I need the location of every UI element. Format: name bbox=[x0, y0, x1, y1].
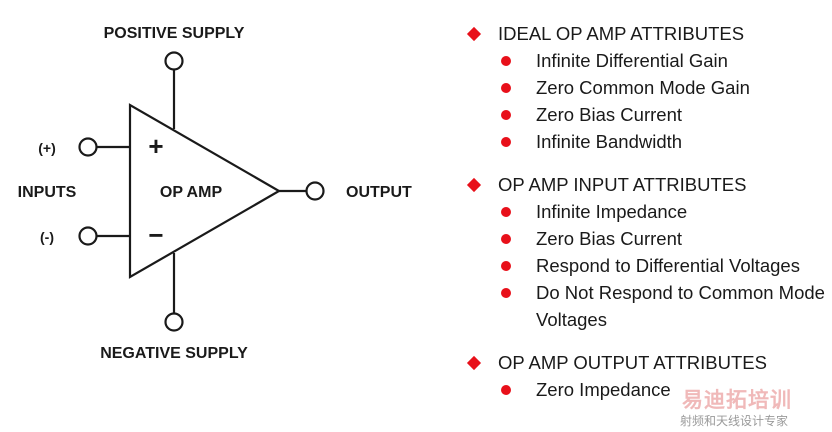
negative-supply-label: NEGATIVE SUPPLY bbox=[100, 345, 248, 362]
list-item-text: Respond to Differential Voltages bbox=[536, 255, 800, 276]
positive-supply-terminal bbox=[164, 51, 184, 71]
list-item-text: Zero Bias Current bbox=[536, 228, 682, 249]
watermark-brand: 易迪拓培训 bbox=[682, 388, 792, 412]
list-item: Zero Impedance bbox=[464, 376, 832, 403]
red-dot-bullet-icon bbox=[501, 206, 511, 217]
watermark-subtitle: 射频和天线设计专家 bbox=[680, 414, 789, 428]
plus-input-terminal bbox=[78, 137, 98, 157]
list-item-text: Infinite Bandwidth bbox=[536, 131, 683, 152]
watermark: 易迪拓培训 射频和天线设计专家 bbox=[680, 384, 830, 430]
output-attributes-section: OP AMP OUTPUT ATTRIBUTES Zero Impedance bbox=[464, 349, 832, 403]
minus-input-label: (-) bbox=[40, 229, 54, 245]
plus-sign: + bbox=[148, 131, 163, 161]
list-item: Zero Common Mode Gain bbox=[464, 74, 832, 101]
section-heading: OP AMP INPUT ATTRIBUTES bbox=[464, 171, 832, 198]
list-item-text: Do Not Respond to Common Mode Voltages bbox=[536, 282, 825, 330]
red-diamond-bullet-icon bbox=[466, 355, 482, 370]
list-item: Respond to Differential Voltages bbox=[464, 252, 832, 279]
list-item-text: Zero Common Mode Gain bbox=[536, 77, 750, 98]
list-item: Infinite Differential Gain bbox=[464, 47, 832, 74]
red-diamond-bullet-icon bbox=[466, 26, 482, 41]
list-item-text: Infinite Differential Gain bbox=[536, 50, 728, 71]
red-dot-bullet-icon bbox=[501, 109, 511, 120]
section-title: OP AMP OUTPUT ATTRIBUTES bbox=[498, 351, 767, 373]
op-amp-diagram: + − OP AMP POSITIVE SUPPLY NEGATIVE SUPP… bbox=[18, 25, 412, 362]
input-attributes-section: OP AMP INPUT ATTRIBUTES Infinite Impedan… bbox=[464, 171, 832, 333]
list-item: Infinite Impedance bbox=[464, 198, 832, 225]
list-item-text: Zero Bias Current bbox=[536, 104, 682, 125]
attribute-lists: IDEAL OP AMP ATTRIBUTES Infinite Differe… bbox=[464, 20, 832, 403]
red-dot-bullet-icon bbox=[501, 384, 511, 395]
output-label: OUTPUT bbox=[346, 184, 412, 201]
red-diamond-bullet-icon bbox=[466, 177, 482, 192]
red-dot-bullet-icon bbox=[501, 233, 511, 244]
list-item: Zero Bias Current bbox=[464, 101, 832, 128]
inputs-label: INPUTS bbox=[18, 184, 77, 201]
list-item-text: Zero Impedance bbox=[536, 379, 671, 400]
red-dot-bullet-icon bbox=[501, 287, 511, 298]
minus-sign: − bbox=[148, 220, 163, 250]
red-dot-bullet-icon bbox=[501, 55, 511, 66]
positive-supply-label: POSITIVE SUPPLY bbox=[104, 25, 245, 42]
section-title: IDEAL OP AMP ATTRIBUTES bbox=[498, 22, 745, 44]
red-dot-bullet-icon bbox=[501, 260, 511, 271]
section-title: OP AMP INPUT ATTRIBUTES bbox=[498, 173, 747, 195]
list-item: Infinite Bandwidth bbox=[464, 128, 832, 155]
minus-input-terminal bbox=[78, 226, 98, 246]
ideal-attributes-section: IDEAL OP AMP ATTRIBUTES Infinite Differe… bbox=[464, 20, 832, 155]
negative-supply-terminal bbox=[164, 312, 184, 332]
red-dot-bullet-icon bbox=[501, 82, 511, 93]
section-heading: IDEAL OP AMP ATTRIBUTES bbox=[464, 20, 832, 47]
list-item-text: Infinite Impedance bbox=[536, 201, 688, 222]
op-amp-triangle bbox=[128, 103, 282, 279]
output-terminal bbox=[305, 181, 325, 201]
red-dot-bullet-icon bbox=[501, 136, 511, 147]
plus-input-label: (+) bbox=[38, 140, 56, 156]
op-amp-label: OP AMP bbox=[160, 184, 223, 201]
section-heading: OP AMP OUTPUT ATTRIBUTES bbox=[464, 349, 832, 376]
list-item: Do Not Respond to Common Mode Voltages bbox=[464, 279, 832, 333]
list-item: Zero Bias Current bbox=[464, 225, 832, 252]
